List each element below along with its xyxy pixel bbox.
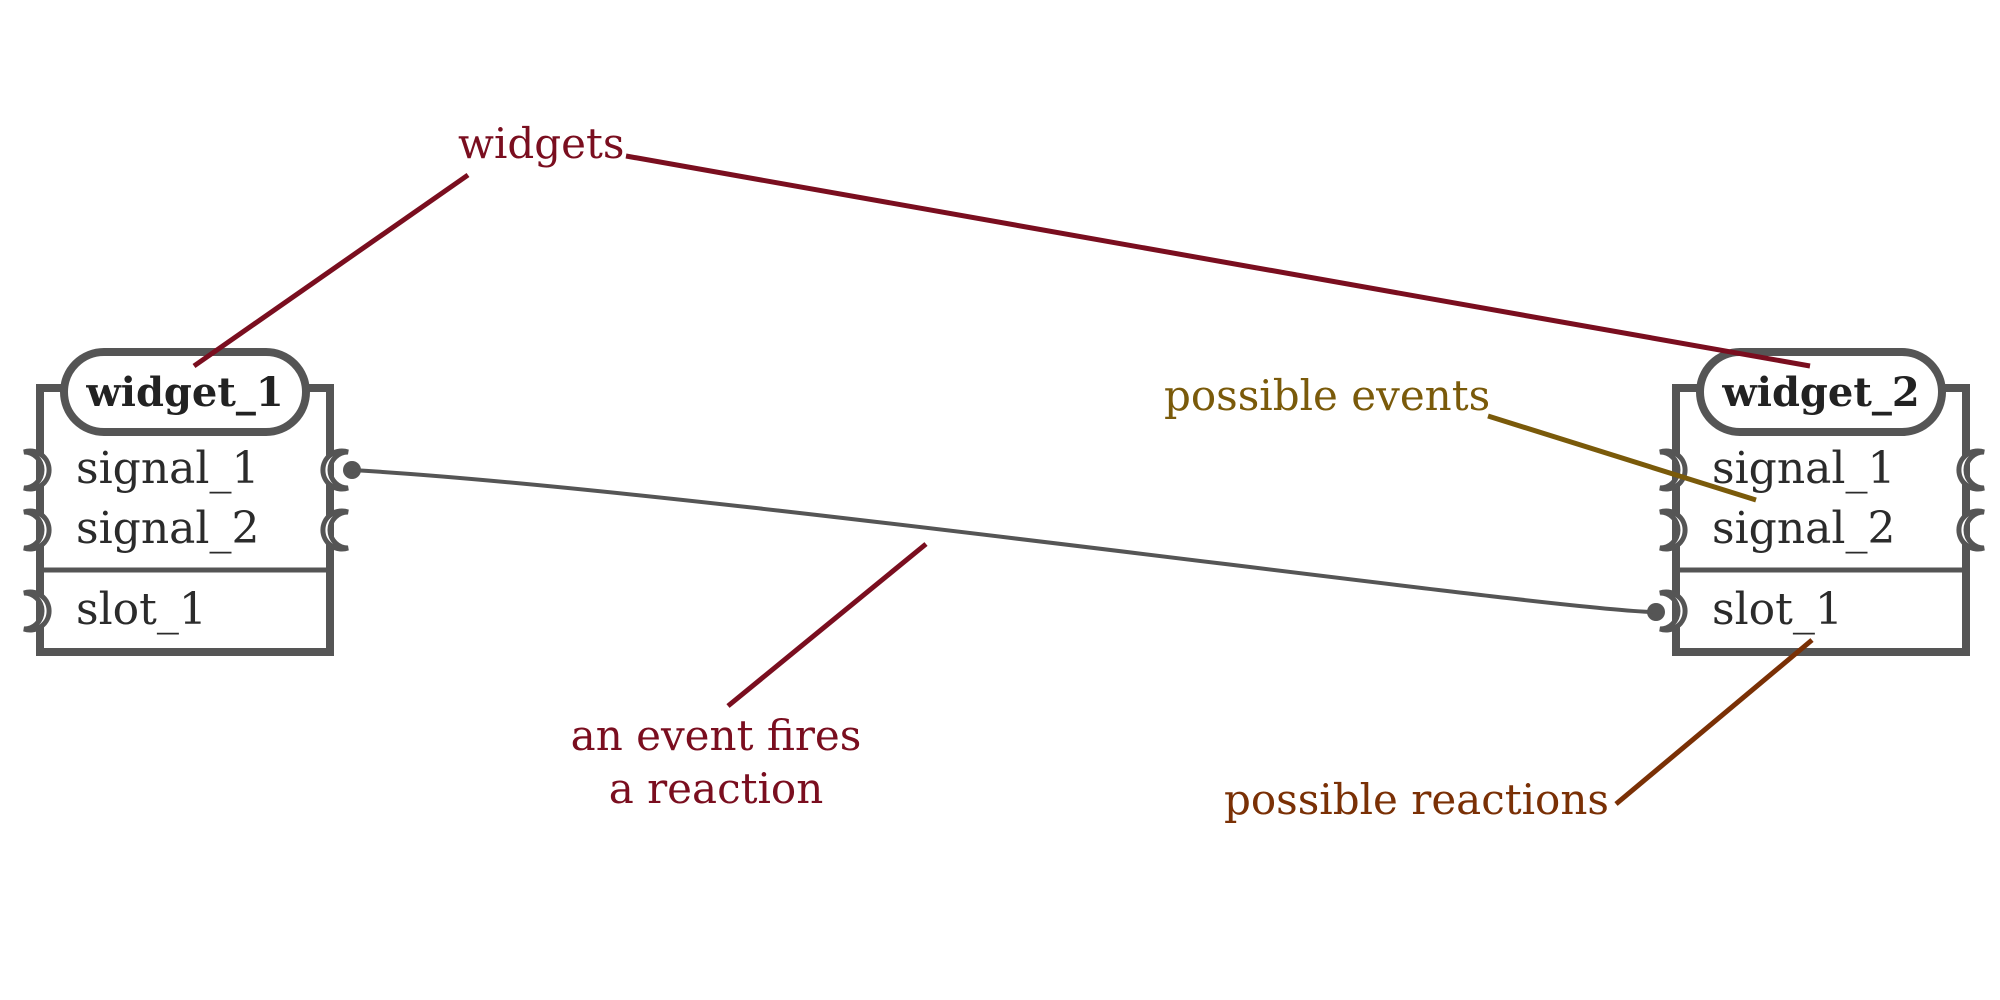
widget-2-signal-1-out-socket-icon[interactable] — [1956, 448, 1985, 492]
widget-1-title: widget_1 — [85, 369, 283, 416]
widget-1-signal-1-label: signal_1 — [76, 443, 259, 494]
widget-2-signal-2-label: signal_2 — [1712, 503, 1895, 554]
widgets-annotation-label: widgets — [458, 119, 624, 168]
event-fires-leader — [726, 542, 928, 708]
widget-2-title-pill — [1696, 348, 1946, 436]
event-fires-label-line-1: an event fires — [571, 711, 862, 760]
widget-2-title: widget_2 — [1721, 369, 1919, 416]
widget-2-signal-2-in-port-icon[interactable] — [1659, 508, 1688, 552]
widget-2-signal-1-in-port-icon[interactable] — [1659, 448, 1688, 492]
event-fires-annotation: an event fires a reaction — [571, 542, 928, 813]
widget-2-signal-1-label: signal_1 — [1712, 443, 1895, 494]
widgets-leader-right — [625, 153, 1811, 369]
widget-1[interactable]: widget_1 signal_1 signal_2 slot_1 — [23, 348, 361, 656]
widget-1-signal-2-label: signal_2 — [76, 503, 259, 554]
event-fires-label-line-2: a reaction — [609, 764, 824, 813]
possible-events-leader — [1487, 413, 1757, 503]
possible-events-annotation: possible events — [1164, 371, 1757, 503]
widget-1-signal-2-out-socket-icon[interactable] — [320, 508, 349, 552]
widgets-annotation: widgets — [192, 119, 1811, 369]
widget-2-slot-1-in-port-icon[interactable] — [1659, 589, 1688, 633]
possible-reactions-annotation: possible reactions — [1224, 638, 1814, 824]
widget-2-signal-2-out-socket-icon[interactable] — [1956, 508, 1985, 552]
widget-1-signal-2-in-port-icon[interactable] — [23, 508, 52, 552]
signal-to-slot-connection[interactable] — [351, 468, 1657, 614]
widget-2[interactable]: widget_2 signal_1 signal_2 slot_1 — [1647, 348, 1985, 656]
widget-1-signal-1-out-socket-icon[interactable] — [320, 448, 349, 492]
possible-reactions-leader — [1614, 638, 1814, 806]
possible-events-label: possible events — [1164, 371, 1490, 420]
widget-1-slot-1-in-port-icon[interactable] — [23, 589, 52, 633]
widget-2-slot-1-label: slot_1 — [1712, 584, 1843, 635]
widget-1-signal-1-in-port-icon[interactable] — [23, 448, 52, 492]
widget-1-title-pill — [60, 348, 310, 436]
widgets-leader-left — [192, 172, 470, 369]
possible-reactions-label: possible reactions — [1224, 775, 1609, 824]
widget-1-slot-1-label: slot_1 — [76, 584, 207, 635]
